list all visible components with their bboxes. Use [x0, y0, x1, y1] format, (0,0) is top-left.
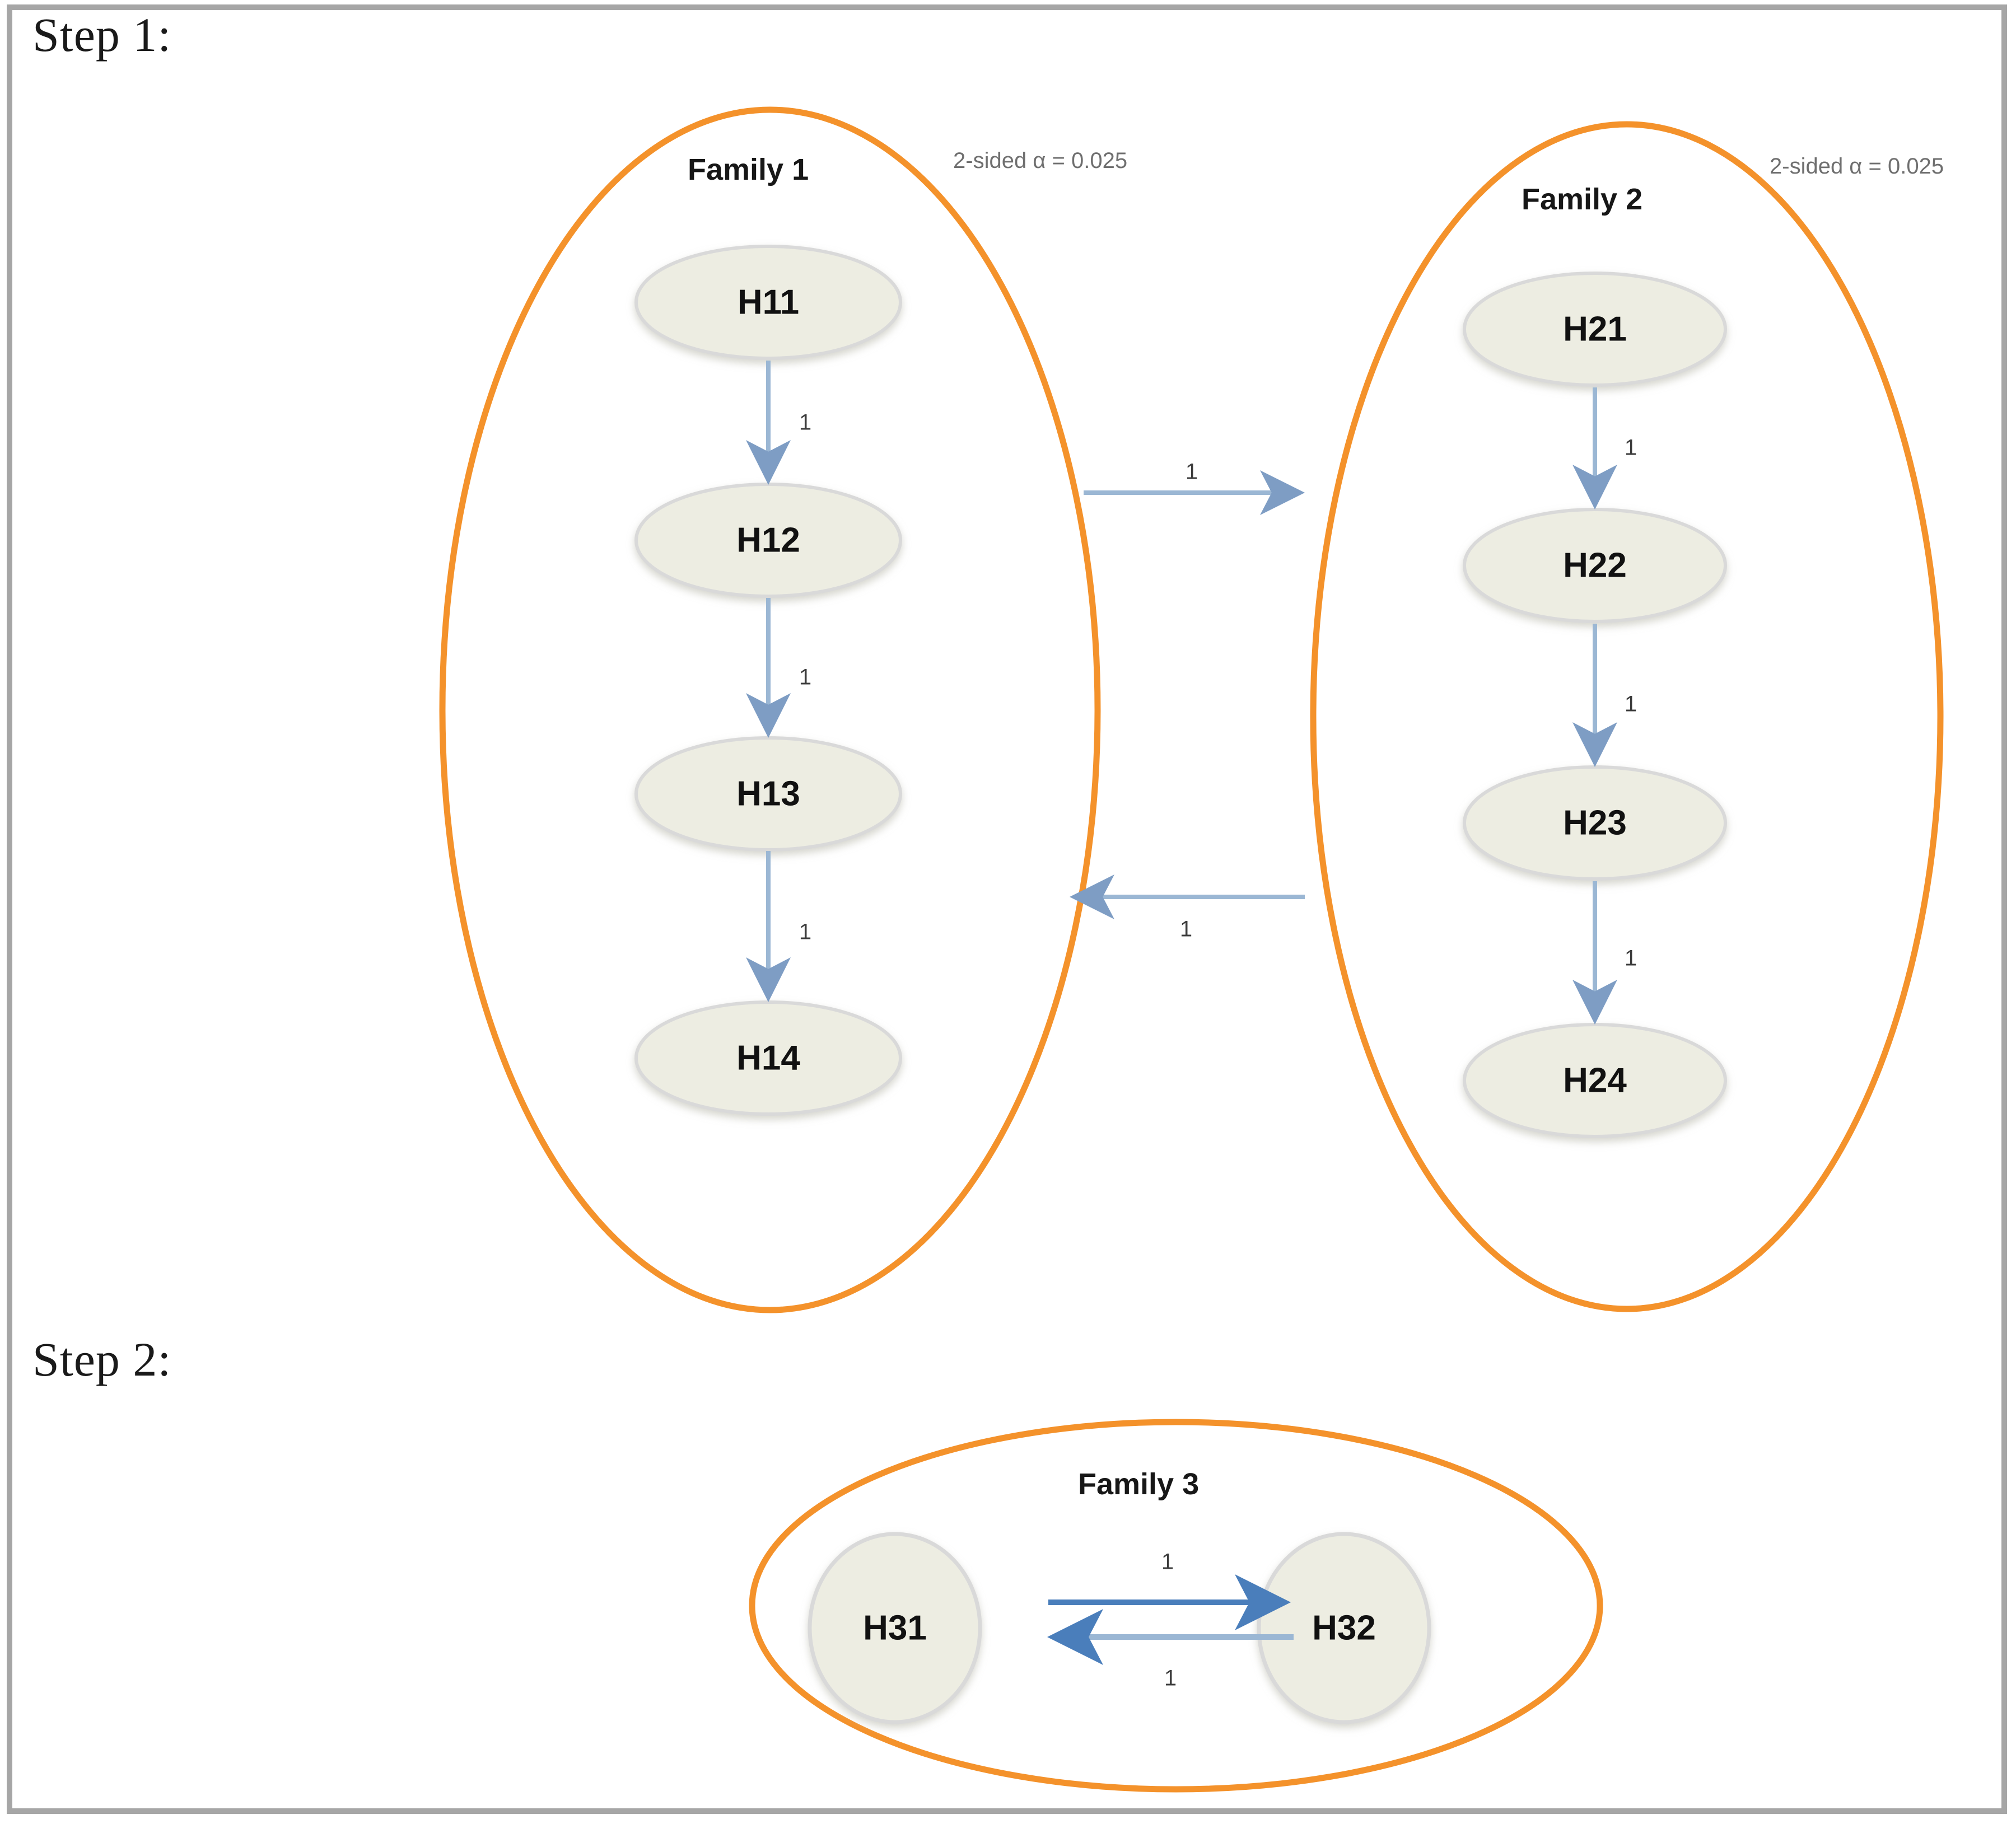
edge-weight-H32-H31: 1	[1164, 1666, 1177, 1691]
family1-alpha-label: 2-sided α = 0.025	[953, 148, 1128, 173]
edge-weight-H22-H23: 1	[1624, 691, 1637, 717]
edge-weight-H21-H22: 1	[1624, 435, 1637, 460]
node-label-H12: H12	[736, 521, 800, 560]
edge-weight-H23-H24: 1	[1624, 946, 1637, 971]
family3-label: Family 3	[1078, 1467, 1200, 1501]
step1-heading: Step 1:	[32, 8, 172, 62]
page-frame-border	[7, 4, 2007, 1814]
edge-weight-H31-H32: 1	[1161, 1549, 1174, 1574]
edge-weight-family2-family1: 1	[1179, 916, 1193, 942]
node-label-H14: H14	[736, 1039, 800, 1078]
node-label-H24: H24	[1563, 1061, 1627, 1100]
edge-weight-H12-H13: 1	[799, 665, 812, 690]
edge-weight-H13-H14: 1	[799, 919, 812, 944]
node-label-H11: H11	[737, 283, 800, 322]
node-label-H13: H13	[736, 774, 800, 813]
family2-alpha-label: 2-sided α = 0.025	[1770, 154, 1944, 179]
edge-weight-family1-family2: 1	[1185, 459, 1198, 484]
node-label-H22: H22	[1563, 546, 1627, 585]
node-label-H31: H31	[863, 1608, 927, 1648]
family1-label: Family 1	[688, 153, 809, 186]
edge-weight-H11-H12: 1	[799, 410, 812, 435]
step2-heading: Step 2:	[32, 1332, 172, 1386]
family2-label: Family 2	[1522, 183, 1643, 216]
node-label-H32: H32	[1312, 1608, 1376, 1648]
node-label-H21: H21	[1563, 310, 1627, 349]
node-label-H23: H23	[1563, 803, 1627, 843]
